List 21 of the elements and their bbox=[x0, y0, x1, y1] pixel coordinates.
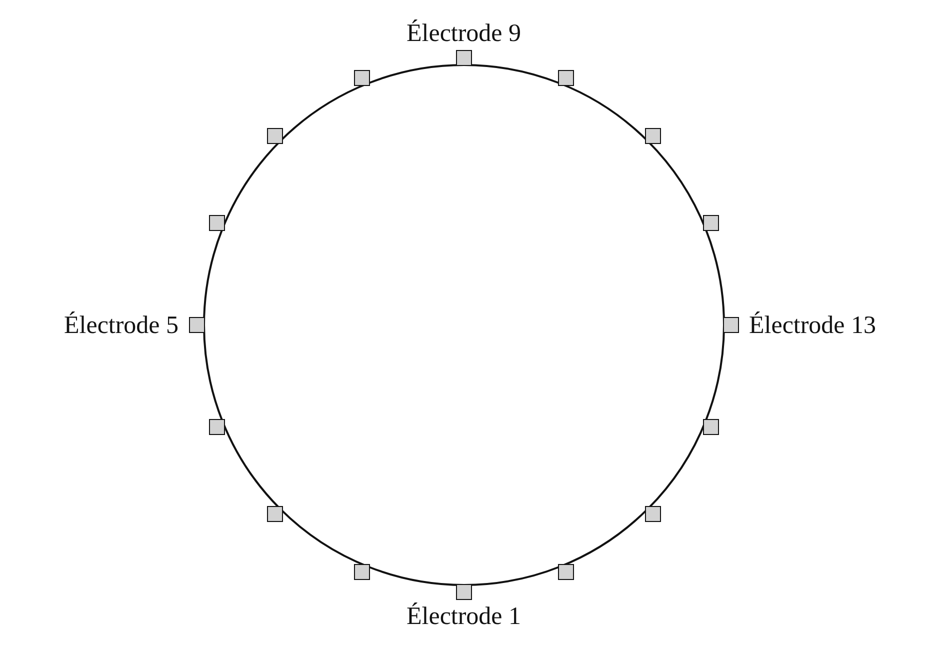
electrode-square bbox=[354, 564, 370, 580]
electrode-square bbox=[644, 506, 661, 522]
electrode-square bbox=[267, 128, 284, 144]
electrode-square bbox=[267, 506, 284, 522]
electrode-square bbox=[209, 419, 226, 436]
electrode-square bbox=[723, 317, 739, 333]
electrode-square bbox=[702, 214, 719, 231]
electrode-label: Électrode 9 bbox=[406, 21, 522, 46]
electrode-square bbox=[558, 564, 574, 580]
circle-outline bbox=[203, 64, 725, 586]
electrode-square bbox=[644, 128, 661, 144]
electrode-square bbox=[456, 50, 472, 66]
electrode-label: Électrode 13 bbox=[749, 312, 876, 338]
electrode-square bbox=[209, 214, 226, 231]
electrode-square bbox=[354, 70, 370, 86]
electrode-square bbox=[189, 317, 205, 333]
electrode-square bbox=[702, 419, 719, 436]
electrode-square bbox=[558, 70, 574, 86]
electrode-square bbox=[456, 584, 472, 600]
electrode-label: Électrode 1 bbox=[406, 604, 522, 629]
electrode-label: Électrode 5 bbox=[64, 312, 179, 338]
